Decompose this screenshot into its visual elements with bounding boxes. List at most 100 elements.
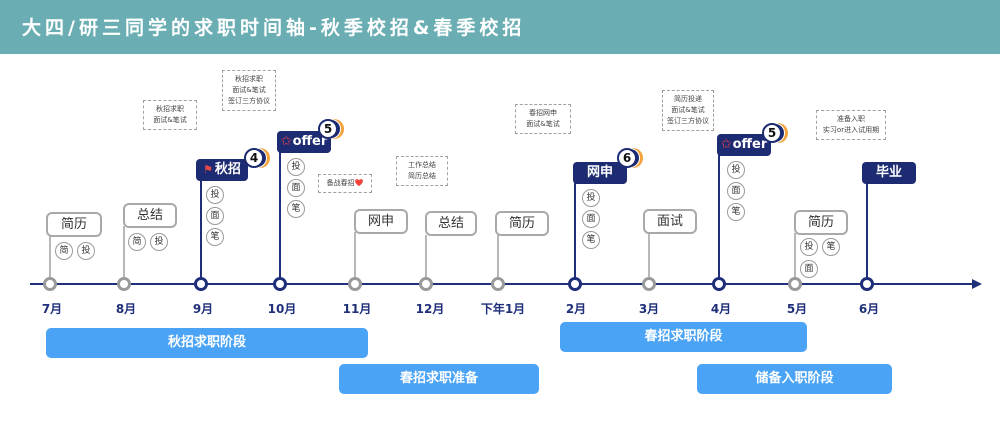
note-line: 简历总结: [408, 172, 436, 180]
note-line: 备战春招❤️: [326, 179, 364, 187]
item-circle-bi: 笔: [206, 228, 224, 246]
node-jan: [491, 277, 505, 291]
milestone-online-apply: 网申: [573, 162, 627, 184]
milestone-label: offer: [292, 134, 328, 149]
item-circle-tou: 投: [287, 158, 305, 176]
phase-bar-spring-prep: 春招求职准备: [339, 364, 539, 394]
month-label-feb: 2月: [565, 302, 587, 316]
item-circle-mian: 面: [582, 210, 600, 228]
note-oct: 秋招求职 面试&笔试 签订三方协议: [222, 70, 276, 111]
note-sep: 秋招求职 面试&笔试: [143, 100, 197, 130]
stem-nov: [354, 232, 356, 283]
milestone-graduation: 毕业: [862, 162, 916, 184]
flag-icon: ⚑: [203, 163, 213, 176]
note-line: 面试&笔试: [232, 86, 266, 94]
count-value: 5: [762, 123, 782, 143]
stem-sep: [200, 180, 202, 283]
task-box-jul: 简历: [46, 212, 102, 237]
item-circle-bi: 笔: [822, 238, 840, 256]
node-may: [788, 277, 802, 291]
milestone-offer-apr: ✩offer: [717, 134, 771, 156]
item-circle-mian: 面: [800, 260, 818, 278]
stem-apr: [718, 154, 720, 283]
milestone-label: 网申: [586, 165, 613, 180]
node-mar: [642, 277, 656, 291]
page-title: 大四/研三同学的求职时间轴-秋季校招&春季校招: [22, 17, 526, 39]
note-feb: 春招网申 面试&笔试: [515, 104, 571, 134]
stem-dec: [425, 235, 427, 283]
stem-feb: [574, 183, 576, 283]
note-line: 秋招求职: [235, 75, 263, 83]
phase-bar-autumn: 秋招求职阶段: [46, 328, 368, 358]
item-circle-mian: 面: [287, 179, 305, 197]
month-label-apr: 4月: [710, 302, 732, 316]
stem-jul: [49, 236, 51, 283]
milestone-label: 毕业: [875, 165, 902, 180]
star-icon: ✩: [720, 137, 732, 152]
note-line: 简历投递: [674, 95, 702, 103]
note-line: 面试&笔试: [153, 116, 187, 124]
count-value: 5: [318, 119, 338, 139]
task-box-aug: 总结: [123, 203, 177, 228]
stem-jun: [866, 182, 868, 283]
node-jun: [860, 277, 874, 291]
task-box-mar: 面试: [643, 209, 697, 234]
item-circle-jian: 简: [128, 233, 146, 251]
note-jun: 准备入职 实习or进入试用期: [816, 110, 886, 140]
stem-jan: [497, 235, 499, 283]
node-aug: [117, 277, 131, 291]
item-circle-tou: 投: [727, 161, 745, 179]
month-label-sep: 9月: [192, 302, 214, 316]
item-circle-bi: 笔: [287, 200, 305, 218]
node-apr: [712, 277, 726, 291]
item-circle-tou: 投: [800, 238, 818, 256]
phase-bar-spring: 春招求职阶段: [560, 322, 807, 352]
note-line: 秋招求职: [156, 105, 184, 113]
month-label-dec: 12月: [415, 302, 445, 316]
item-circle-tou: 投: [206, 186, 224, 204]
milestone-label: offer: [732, 137, 768, 152]
count-badge-oct: 5: [318, 119, 344, 141]
star-icon: ✩: [280, 134, 292, 149]
stem-aug: [123, 226, 125, 283]
note-line: 实习or进入试用期: [822, 126, 880, 134]
item-circle-bi: 笔: [582, 231, 600, 249]
month-label-jan: 下年1月: [480, 302, 526, 316]
count-badge-feb: 6: [617, 148, 643, 170]
note-dec: 工作总结 简历总结: [396, 156, 448, 186]
task-box-nov: 网申: [354, 209, 408, 234]
note-line: 工作总结: [408, 161, 436, 169]
task-box-jan: 简历: [495, 211, 549, 236]
item-circle-tou: 投: [582, 189, 600, 207]
count-badge-sep: 4: [244, 148, 270, 170]
item-circle-mian: 面: [727, 182, 745, 200]
node-oct: [273, 277, 287, 291]
month-label-mar: 3月: [638, 302, 660, 316]
count-value: 4: [244, 148, 264, 168]
note-line: 签订三方协议: [667, 117, 709, 125]
stem-mar: [648, 232, 650, 283]
stem-may: [794, 233, 796, 283]
milestone-label: 秋招: [214, 162, 241, 177]
task-box-may: 简历: [794, 210, 848, 235]
item-circle-bi: 笔: [727, 203, 745, 221]
note-line: 面试&笔试: [526, 120, 560, 128]
item-circle-jian: 简: [55, 242, 73, 260]
note-line: 春招网申: [529, 109, 557, 117]
note-apr: 简历投递 面试&笔试 签订三方协议: [662, 90, 714, 131]
node-nov: [348, 277, 362, 291]
item-circle-tou: 投: [150, 233, 168, 251]
note-line: 面试&笔试: [671, 106, 705, 114]
node-jul: [43, 277, 57, 291]
timeline-arrow-icon: [972, 279, 982, 289]
month-label-jun: 6月: [858, 302, 880, 316]
month-label-oct: 10月: [267, 302, 297, 316]
month-label-aug: 8月: [115, 302, 137, 316]
note-nov: 备战春招❤️: [318, 174, 372, 193]
count-badge-apr: 5: [762, 123, 788, 145]
node-sep: [194, 277, 208, 291]
item-circle-tou: 投: [77, 242, 95, 260]
item-circle-mian: 面: [206, 207, 224, 225]
month-label-jul: 7月: [41, 302, 63, 316]
header-banner: 大四/研三同学的求职时间轴-秋季校招&春季校招: [0, 0, 1000, 54]
